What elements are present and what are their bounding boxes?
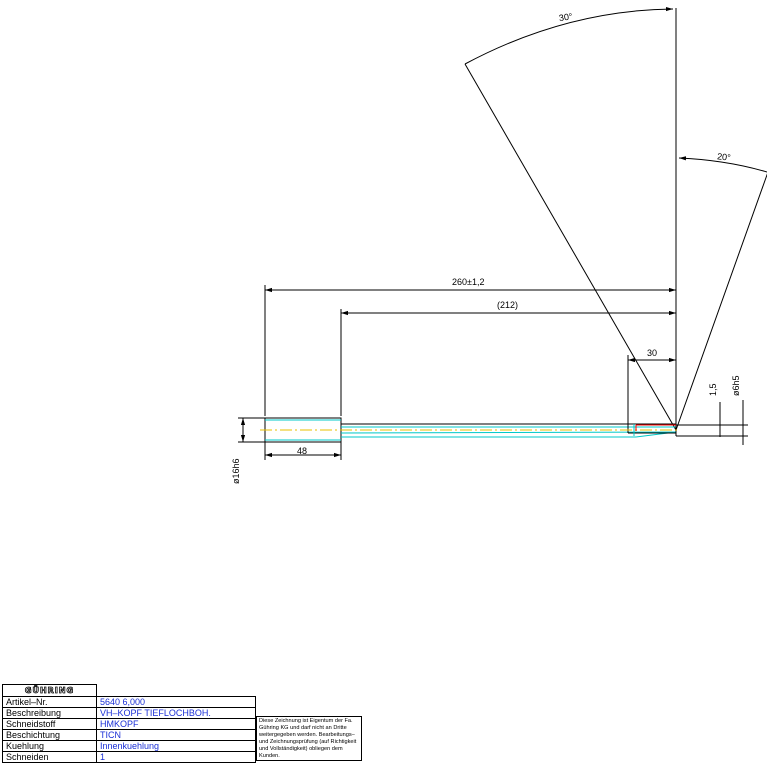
- row-label: Beschichtung: [2, 729, 97, 741]
- row-value: Innenkuehlung: [96, 740, 256, 752]
- overall-length-label: 260±1,2: [452, 277, 484, 287]
- logo-cell: GÜHRING: [2, 684, 97, 697]
- length-dimensions: [264, 285, 676, 460]
- row-value: TICN: [96, 729, 256, 741]
- table-row: Artikel–Nr. 5640 6,000: [2, 696, 256, 708]
- table-row: Beschreibung VH–KOPF TIEFLOCHBOH.: [2, 707, 256, 719]
- shank-diameter-label: ø16h6: [231, 458, 241, 484]
- angle-top-label: 30°: [558, 11, 573, 23]
- row-value: 1: [96, 751, 256, 763]
- row-label: Beschreibung: [2, 707, 97, 719]
- tip-offset-label: 1,5: [708, 383, 718, 396]
- shank-length-label: 48: [297, 446, 307, 456]
- row-label: Artikel–Nr.: [2, 696, 97, 708]
- diameter-dimensions: [238, 400, 748, 445]
- table-row: Beschichtung TICN: [2, 729, 256, 741]
- inner-length-label: (212): [497, 300, 518, 310]
- row-value: VH–KOPF TIEFLOCHBOH.: [96, 707, 256, 719]
- row-value: 5640 6,000: [96, 696, 256, 708]
- head-length-label: 30: [647, 348, 657, 358]
- row-label: Schneidstoff: [2, 718, 97, 730]
- company-logo: GÜHRING: [24, 686, 75, 696]
- ownership-notice: Diese Zeichnung ist Eigentum der Fa. Güh…: [256, 716, 362, 761]
- cutting-edge: [635, 424, 676, 431]
- row-label: Schneiden: [2, 751, 97, 763]
- row-value: HMKOPF: [96, 718, 256, 730]
- row-label: Kuehlung: [2, 740, 97, 752]
- table-row: Schneidstoff HMKOPF: [2, 718, 256, 730]
- angle-right-label: 20°: [717, 151, 732, 162]
- angle-lines: [464, 6, 767, 431]
- table-row: Schneiden 1: [2, 751, 256, 763]
- tip-diameter-label: ø6h5: [731, 375, 741, 396]
- table-row: Kuehlung Innenkuehlung: [2, 740, 256, 752]
- title-block: GÜHRING Artikel–Nr. 5640 6,000 Beschreib…: [2, 684, 256, 763]
